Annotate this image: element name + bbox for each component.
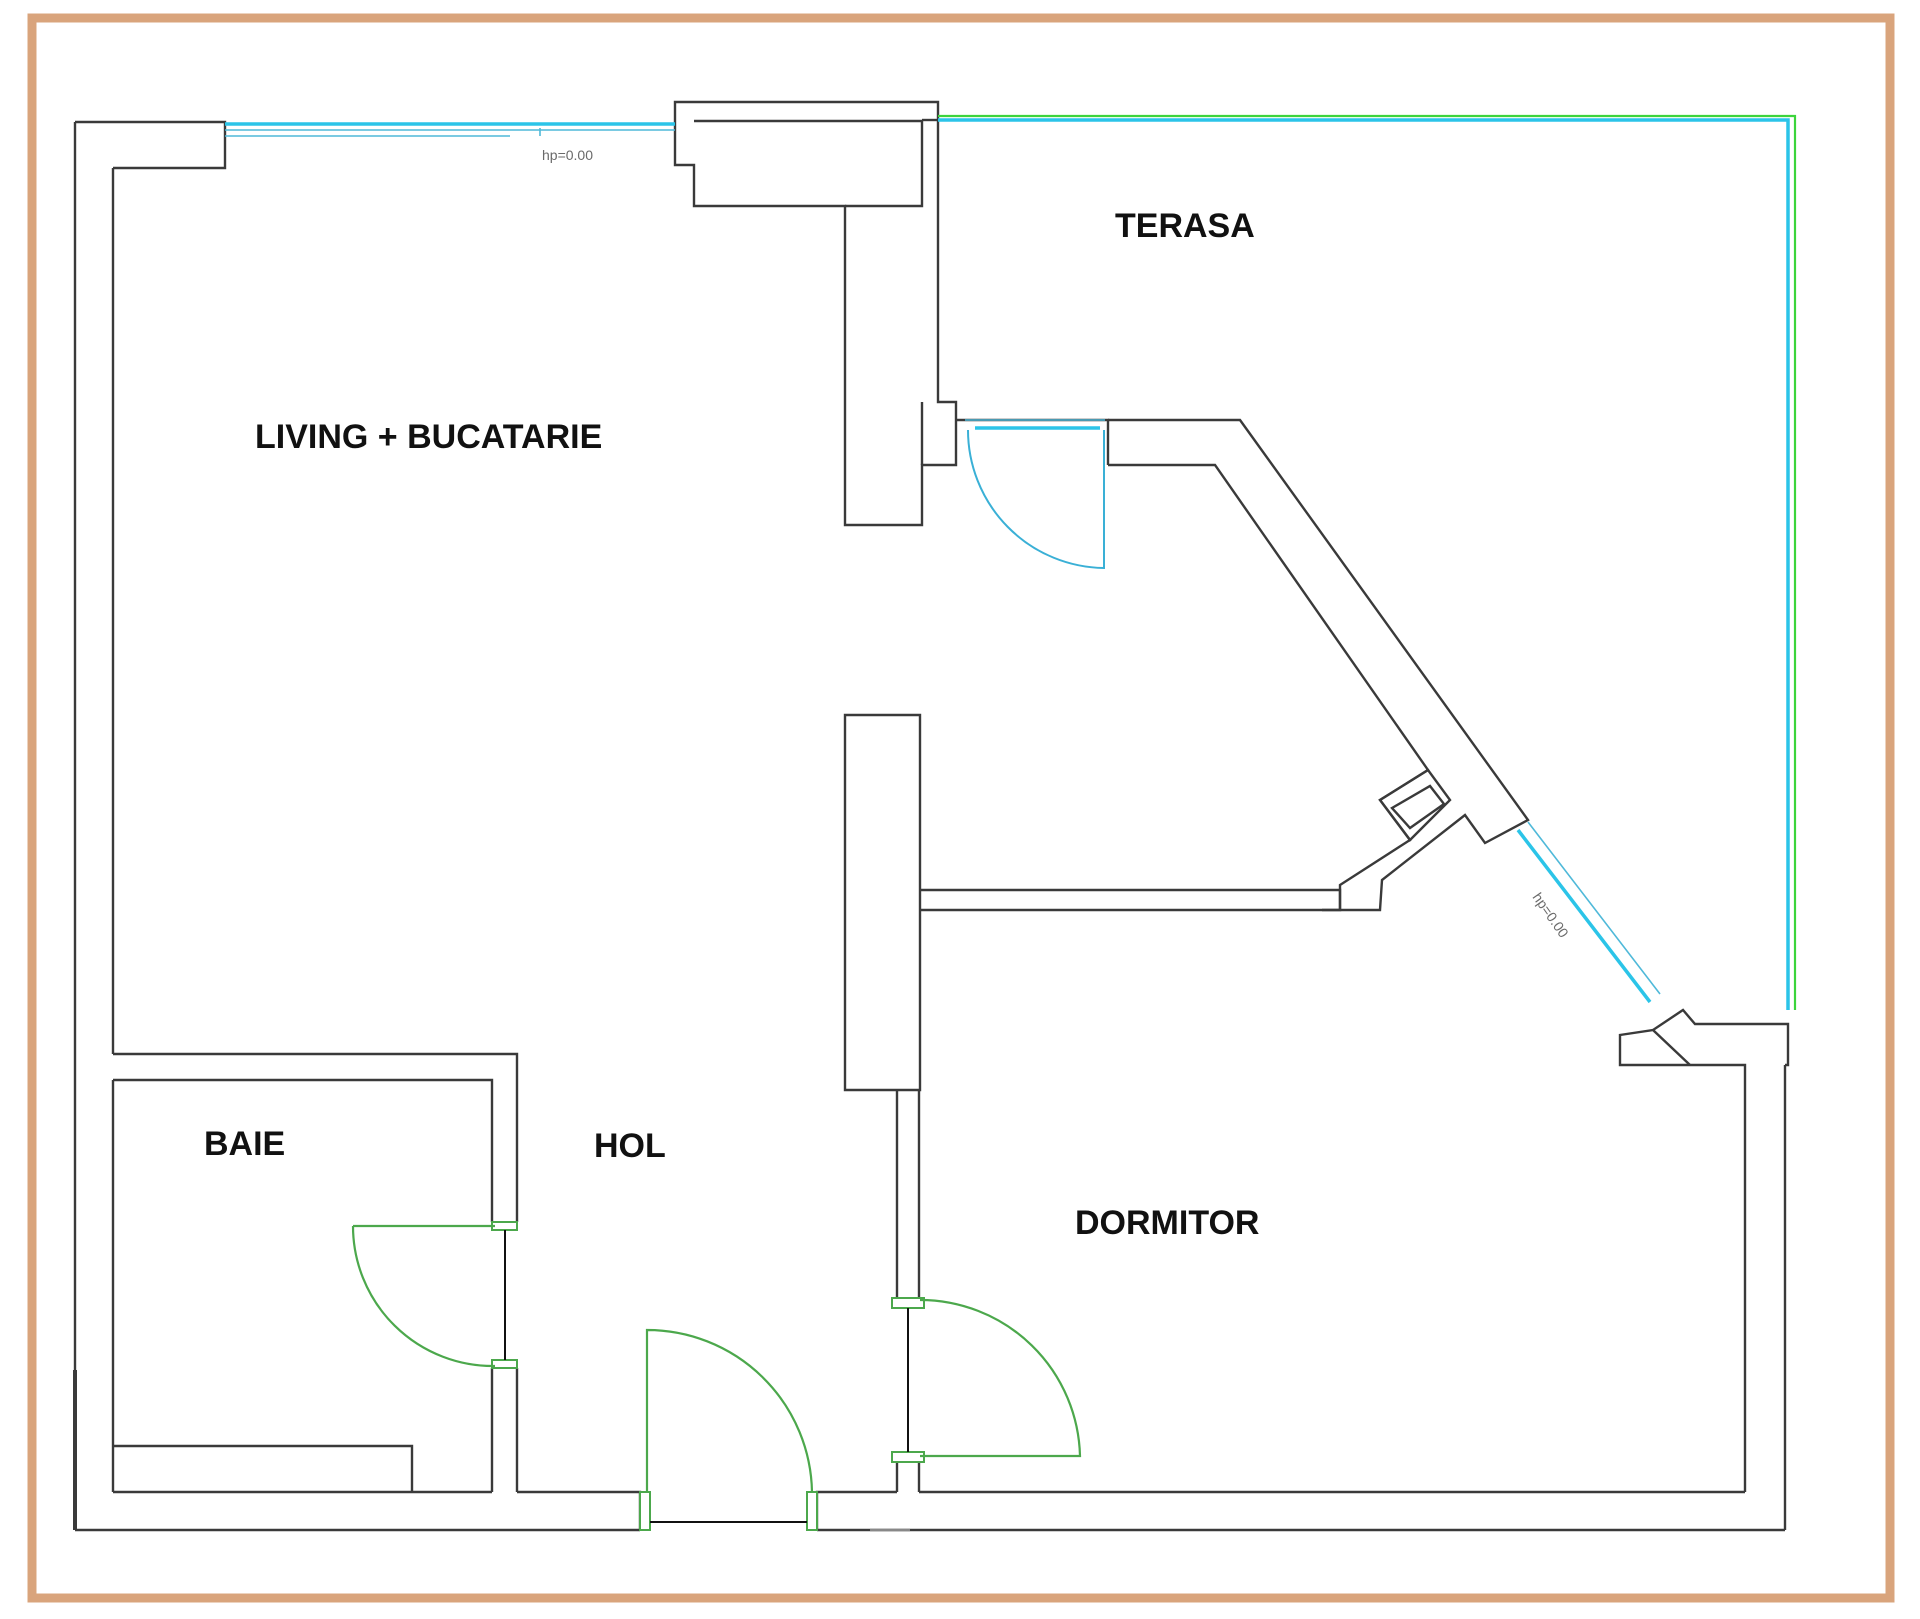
terrace-wall	[956, 418, 1530, 912]
room-label-hol: HOL	[594, 1127, 666, 1165]
window-height-label: hp=0.00	[1530, 890, 1572, 941]
room-label-living: LIVING + BUCATARIE	[255, 418, 602, 456]
bathroom-door	[351, 1224, 496, 1368]
terrace-door	[967, 429, 1105, 570]
entrance-door	[645, 1328, 814, 1493]
doors	[351, 429, 1105, 1531]
bedroom-door	[919, 1298, 1082, 1458]
kitchen-column	[673, 100, 958, 527]
room-label-baie: BAIE	[204, 1125, 285, 1163]
room-label-terasa: TERASA	[1115, 207, 1255, 245]
windows	[225, 114, 1797, 1010]
window-height-label: hp=0.00	[542, 147, 593, 163]
room-label-dormitor: DORMITOR	[1075, 1204, 1259, 1242]
page-frame	[27, 13, 1895, 1603]
exterior-walls	[73, 120, 1790, 1532]
interior-walls	[111, 713, 1342, 1492]
